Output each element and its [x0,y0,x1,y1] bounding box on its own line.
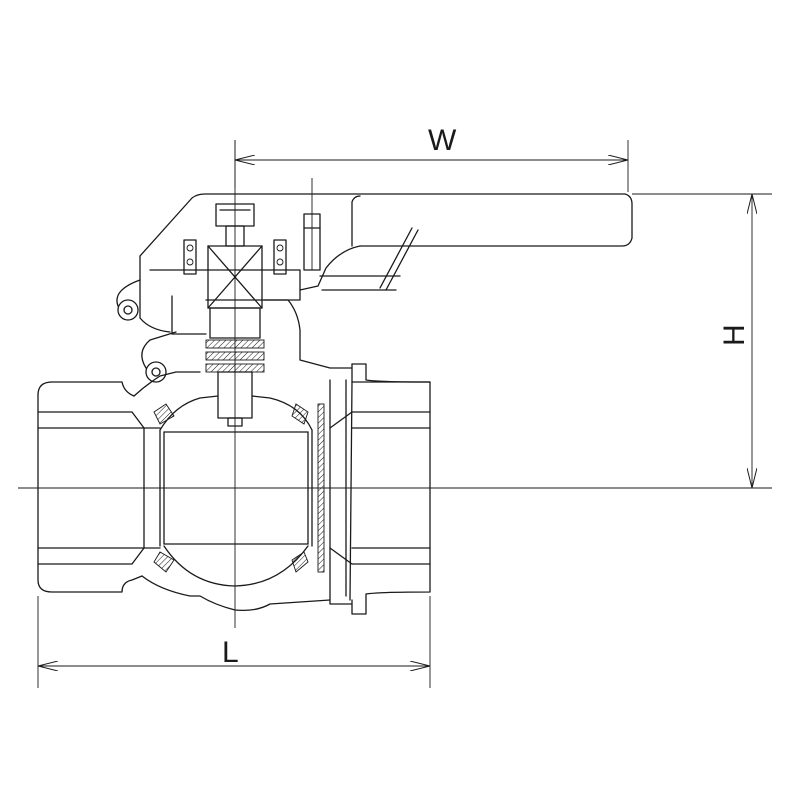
stop-pins [183,178,321,275]
length-label: L [222,636,239,669]
dimension-h [632,193,772,488]
height-label: H [718,324,751,346]
valve-body [37,363,431,615]
ball-seats [153,403,325,573]
dimension-l [37,596,431,688]
ball [159,395,313,587]
width-label: W [428,124,457,157]
dimension-w [234,140,629,192]
center-lines [18,140,772,628]
stem-assembly [205,203,265,427]
lever-handle [116,193,633,383]
